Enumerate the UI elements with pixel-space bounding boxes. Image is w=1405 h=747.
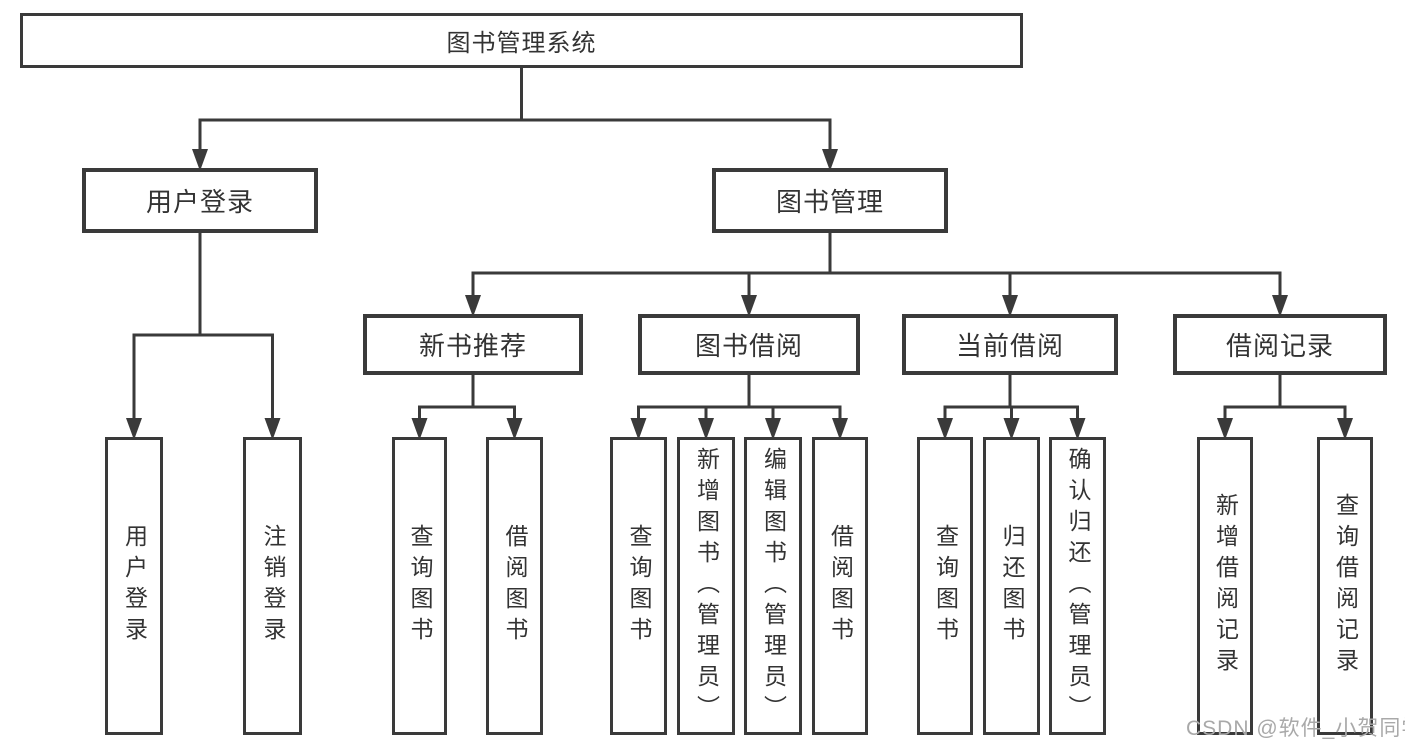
node-label: 当前借阅 bbox=[955, 331, 1064, 361]
node-borrow-records: 借阅记录 bbox=[1173, 314, 1387, 375]
node-label: 查询图书 bbox=[626, 524, 652, 648]
node-label: 用户登录 bbox=[145, 187, 254, 217]
leaf-add-borrow-record: 新增借阅记录 bbox=[1197, 437, 1253, 735]
node-label: 图书管理系统 bbox=[446, 30, 597, 57]
node-user-login: 用户登录 bbox=[82, 168, 318, 233]
node-book-management: 图书管理 bbox=[712, 168, 948, 233]
node-label: 借阅图书 bbox=[502, 524, 528, 648]
leaf-confirm-return-admin: 确认归还（管理员） bbox=[1049, 437, 1106, 735]
leaf-query-books: 查询图书 bbox=[392, 437, 447, 735]
node-label: 图书借阅 bbox=[694, 331, 803, 361]
leaf-borrow-books: 借阅图书 bbox=[812, 437, 868, 735]
node-new-book-recommend: 新书推荐 bbox=[363, 314, 583, 375]
leaf-user-login: 用户登录 bbox=[105, 437, 163, 735]
leaf-query-books: 查询图书 bbox=[917, 437, 973, 735]
leaf-edit-books-admin: 编辑图书（管理员） bbox=[744, 437, 802, 735]
watermark: CSDN @软件_小贺同学 bbox=[1186, 717, 1405, 740]
node-label: 用户登录 bbox=[121, 524, 148, 648]
leaf-logout: 注销登录 bbox=[243, 437, 302, 735]
leaf-query-borrow-record: 查询借阅记录 bbox=[1317, 437, 1373, 735]
leaf-borrow-books: 借阅图书 bbox=[486, 437, 543, 735]
node-label: 注销登录 bbox=[260, 524, 286, 648]
node-library-management-system: 图书管理系统 bbox=[20, 13, 1023, 68]
node-label: 归还图书 bbox=[999, 524, 1025, 648]
node-label: 查询图书 bbox=[932, 524, 959, 648]
node-label: 编辑图书（管理员） bbox=[760, 446, 787, 726]
node-current-borrow: 当前借阅 bbox=[902, 314, 1118, 375]
leaf-return-books: 归还图书 bbox=[983, 437, 1040, 735]
node-label: 借阅记录 bbox=[1225, 331, 1334, 361]
leaf-query-books: 查询图书 bbox=[610, 437, 667, 735]
node-book-borrow: 图书借阅 bbox=[638, 314, 860, 375]
node-label: 图书管理 bbox=[775, 187, 884, 217]
node-label: 查询图书 bbox=[407, 524, 433, 648]
node-label: 确认归还（管理员） bbox=[1065, 446, 1091, 726]
node-label: 新增借阅记录 bbox=[1212, 493, 1239, 679]
node-label: 新书推荐 bbox=[418, 331, 527, 361]
node-label: 新增图书（管理员） bbox=[693, 446, 720, 726]
node-label: 借阅图书 bbox=[827, 524, 854, 648]
node-label: 查询借阅记录 bbox=[1332, 493, 1359, 679]
leaf-add-books-admin: 新增图书（管理员） bbox=[677, 437, 735, 735]
